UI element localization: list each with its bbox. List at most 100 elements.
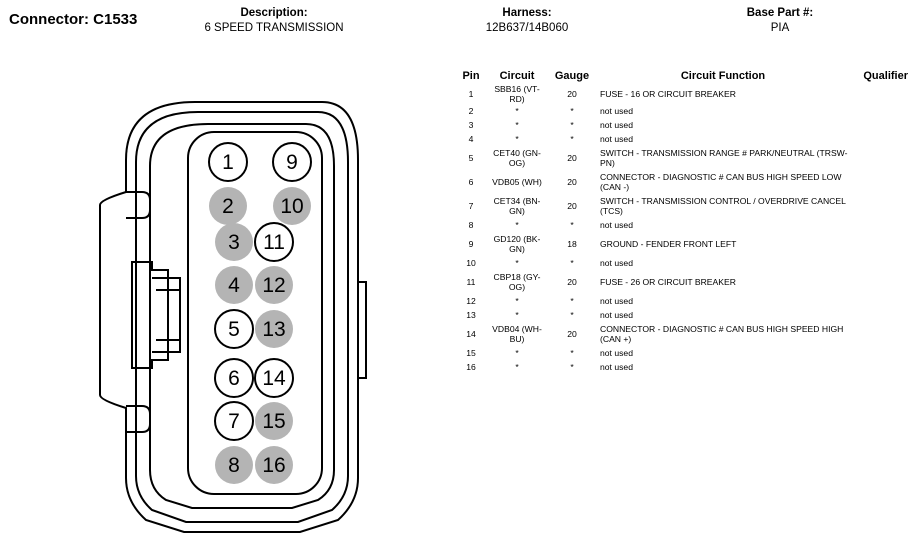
gauge-cell: 18 [567,239,577,249]
pin-cell: 12 [466,296,476,306]
gauge-cell: * [570,362,574,372]
locking-tab-inner [152,277,181,353]
function-cell: not used [600,296,633,306]
pin-cell: 15 [466,348,476,358]
qualifier-cell [848,194,908,218]
pin-circle [254,222,294,262]
pin-circle [209,187,247,225]
pin-cavity-1: 1 [208,142,248,182]
qualifier-cell [848,170,908,194]
qualifier-cell [848,294,908,308]
header-qualifier: Qualifier [863,70,908,82]
base-part-block: Base Part #: PIA [680,7,880,34]
qualifier-cell [848,322,908,346]
pin-cell: 2 [468,106,474,116]
function-cell: not used [600,106,633,116]
pin-circle [255,266,293,304]
pin-number: 11 [263,231,285,254]
circuit-cell: * [515,296,519,306]
pin-cavity-2: 2 [209,187,247,225]
function-cell: not used [600,120,633,130]
gauge-cell: 20 [567,201,577,211]
qualifier-cell [848,360,908,374]
pin-circle [215,446,253,484]
pin-number: 12 [262,274,285,297]
pin-cavity-11: 11 [254,222,294,262]
pin-cavity-9: 9 [272,142,312,182]
qualifier-cell [848,84,908,104]
qualifier-cell [848,132,908,146]
circuit-cell: * [515,258,519,268]
pin-cell: 4 [468,134,474,144]
pin-cavity-14: 14 [254,358,294,398]
pin-circle [255,402,293,440]
lower-latch-notch [126,405,151,433]
pin-number: 7 [228,410,240,433]
gauge-cell: 20 [567,153,577,163]
function-cell: FUSE - 16 OR CIRCUIT BREAKER [600,89,736,99]
pin-circle [214,358,254,398]
description-label: Description: [240,7,308,19]
pin-circle [254,358,294,398]
circuit-cell: CBP18 (GY-OG) [493,272,541,292]
function-cell: not used [600,310,633,320]
function-cell: CONNECTOR - DIAGNOSTIC # CAN BUS HIGH SP… [600,172,842,192]
pin-cell: 5 [468,153,474,163]
pin-cavity-5: 5 [214,309,254,349]
pin-number: 5 [228,318,240,341]
pin-number: 1 [222,151,234,174]
header-circuit-function: Circuit Function [680,70,766,82]
gauge-cell: 20 [567,277,577,287]
table-header-row: Pin Circuit Gauge Circuit Function Quali… [454,68,908,84]
pin-number: 2 [222,195,234,218]
gauge-cell: * [570,348,574,358]
function-cell: not used [600,134,633,144]
base-part-value: PIA [770,22,790,34]
gauge-cell: 20 [567,177,577,187]
pin-cavity-7: 7 [214,401,254,441]
gauge-cell: * [570,106,574,116]
locking-tab [131,261,169,369]
outer-shell [99,101,359,533]
harness-label: Harness: [502,7,552,19]
pin-cell: 9 [468,239,474,249]
table-row: 12**not used [454,294,908,308]
table-row: 3**not used [454,118,908,132]
qualifier-cell [848,346,908,360]
pin-cavity-12: 12 [255,266,293,304]
pin-number: 15 [262,410,285,433]
circuit-cell: * [515,106,519,116]
function-cell: not used [600,258,633,268]
pin-cell: 7 [468,201,474,211]
function-cell: SWITCH - TRANSMISSION RANGE # PARK/NEUTR… [600,148,848,168]
table-row: 13**not used [454,308,908,322]
base-part-label: Base Part #: [746,7,814,19]
pin-cell: 3 [468,120,474,130]
circuit-cell: * [515,120,519,130]
pin-cell: 1 [468,89,474,99]
pin-cavity-10: 10 [273,187,311,225]
pin-cavity-15: 15 [255,402,293,440]
right-ridge [358,281,367,379]
table-row: 15**not used [454,346,908,360]
gauge-cell: * [570,134,574,144]
gauge-cell: * [570,310,574,320]
pin-number: 8 [228,454,240,477]
pin-circle [272,142,312,182]
pin-circle [255,446,293,484]
gauge-cell: 20 [567,329,577,339]
circuit-cell: VDB04 (WH-BU) [492,324,542,344]
cavity-frame [187,131,323,495]
gauge-cell: 20 [567,89,577,99]
pin-cell: 11 [466,277,476,287]
pin-number: 10 [280,195,303,218]
pin-number: 3 [228,231,240,254]
description-block: Description: 6 SPEED TRANSMISSION [174,7,374,34]
function-cell: GROUND - FENDER FRONT LEFT [600,239,737,249]
pin-circle [208,142,248,182]
table-row: 10**not used [454,256,908,270]
